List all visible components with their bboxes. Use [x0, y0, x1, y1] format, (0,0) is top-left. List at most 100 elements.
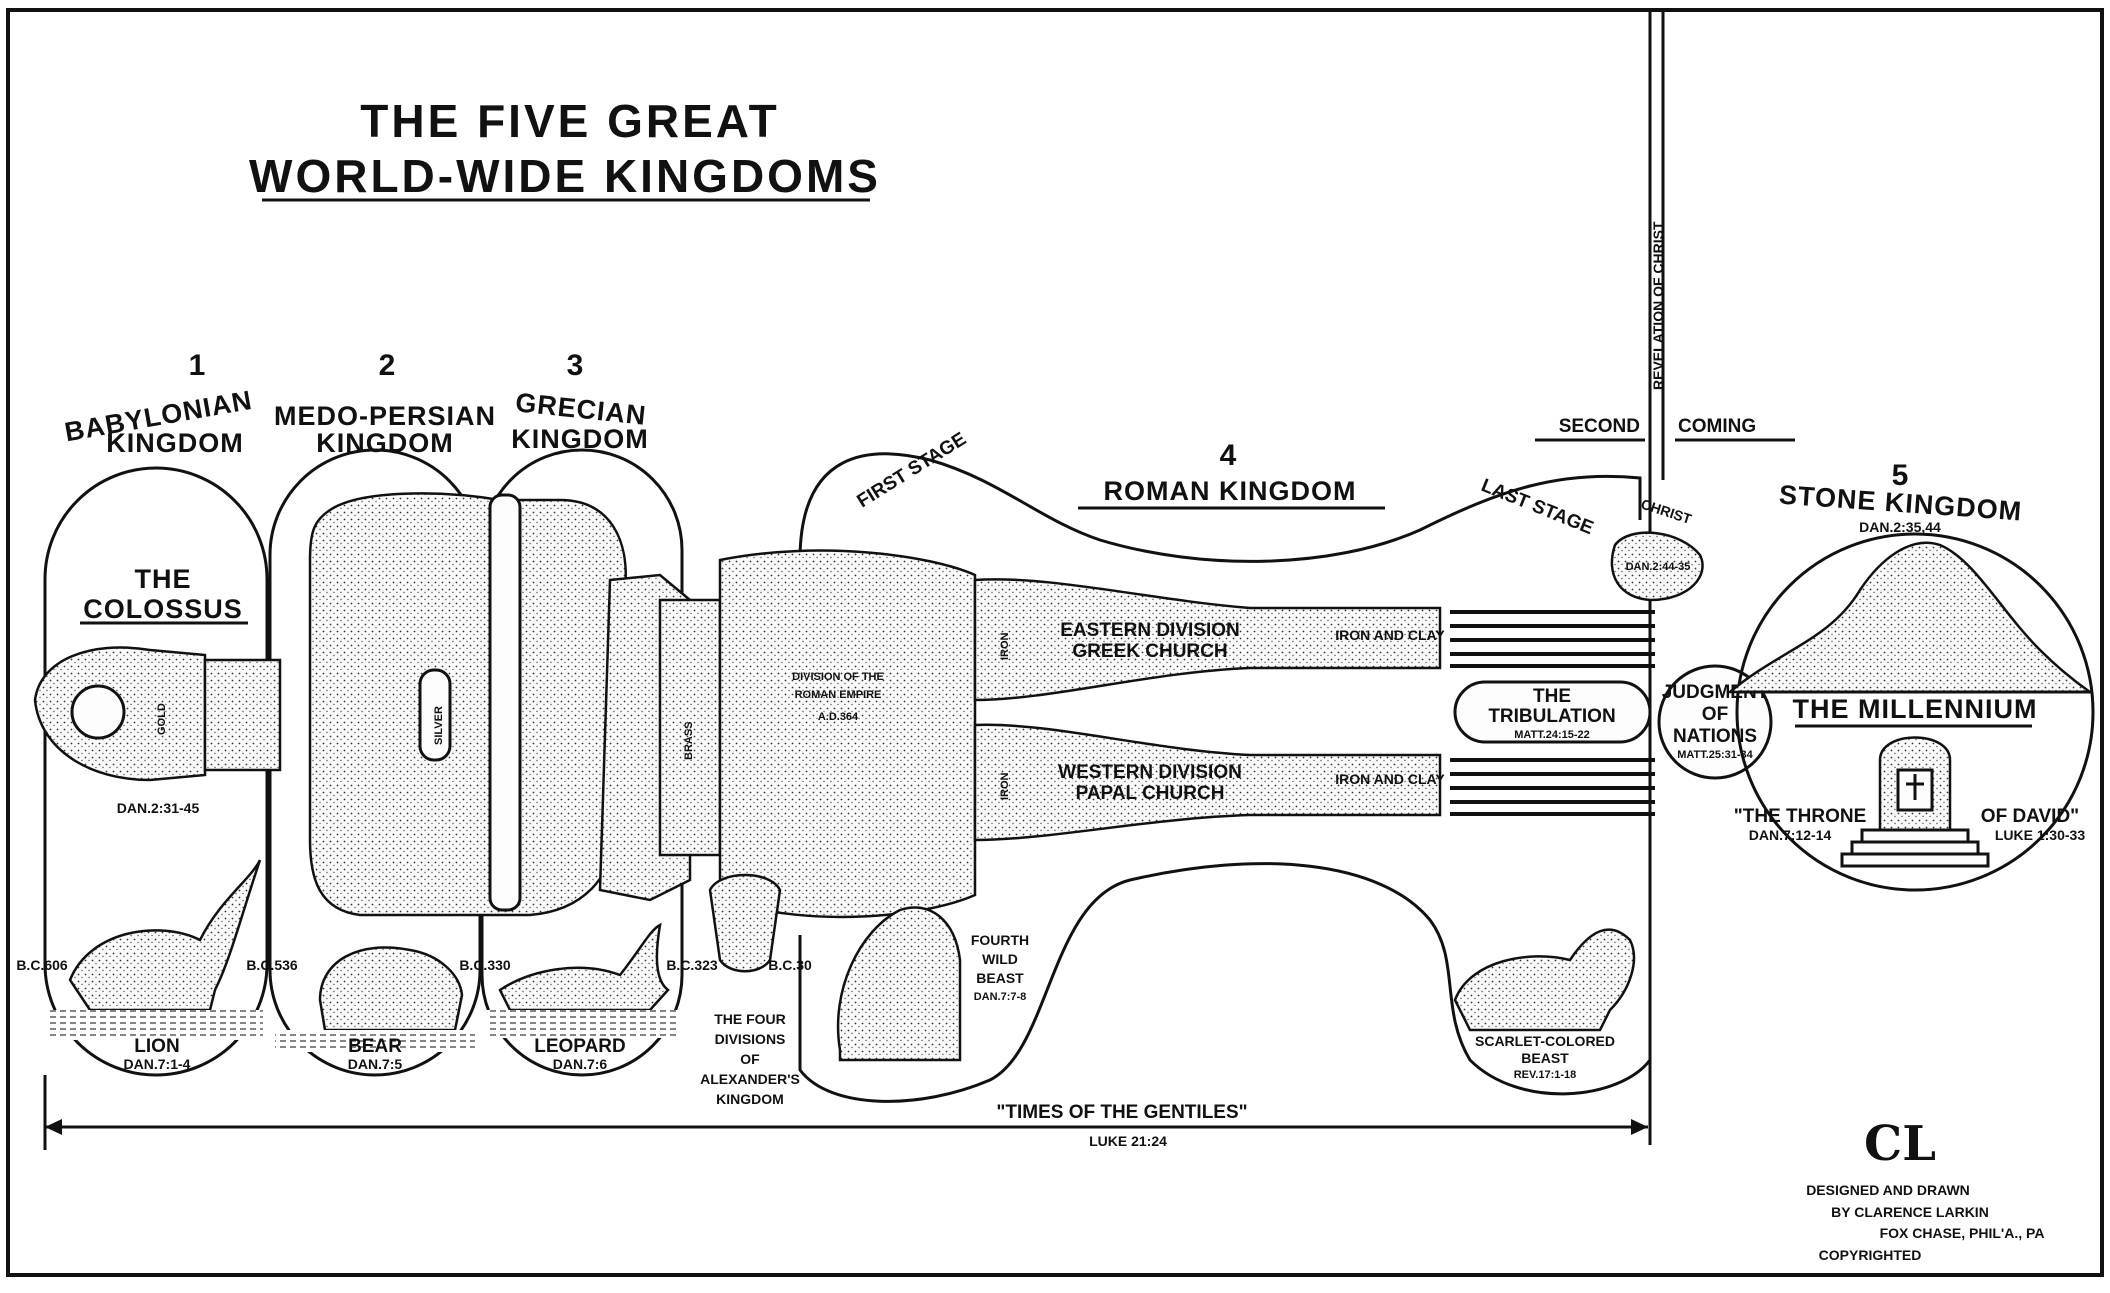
beast-bear	[275, 946, 475, 1052]
judgment-line2: OF	[1702, 704, 1728, 725]
millennium-title: THE MILLENNIUM	[1793, 694, 2038, 724]
iron-west-label: IRON	[999, 772, 1011, 800]
panel-babylonian	[43, 466, 269, 1077]
throne-icon	[1840, 736, 1990, 868]
division-line2: ROMAN EMPIRE	[795, 689, 882, 701]
kingdom-4-number: 4	[1220, 439, 1237, 472]
beast-2-name: BEAR	[348, 1036, 402, 1057]
brass-label: BRASS	[683, 721, 695, 760]
silver-label: SILVER	[433, 706, 445, 745]
beast-5-line-1: FOURTH	[971, 932, 1029, 948]
kingdom-2-line1: MEDO-PERSIAN	[274, 401, 496, 431]
beast-6-line-1: SCARLET-COLORED	[1475, 1033, 1615, 1049]
monogram: CL	[1864, 1116, 1936, 1172]
beast-3-ref: DAN.7:6	[553, 1056, 608, 1072]
eastern-leg	[973, 578, 1442, 702]
stone-icon	[1610, 531, 1704, 602]
beast-3-date: B.C.330	[459, 957, 511, 973]
beast-4-date-left: B.C.323	[666, 957, 718, 973]
beast-1-ref: DAN.7:1-4	[124, 1056, 191, 1072]
kingdom-1-number: 1	[189, 349, 206, 382]
division-line3: A.D.364	[818, 711, 859, 723]
beast-4-line-4: ALEXANDER'S	[700, 1071, 800, 1087]
iron-clay-west-label: IRON AND CLAY	[1335, 771, 1445, 787]
toes	[1450, 610, 1655, 816]
beast-6-ref: REV.17:1-18	[1514, 1069, 1577, 1081]
coming-label: COMING	[1678, 416, 1756, 437]
beast-5-ref: DAN.7:7-8	[974, 991, 1027, 1003]
revelation-of-christ: REVELATION OF CHRIST	[1650, 221, 1666, 390]
kingdom-4-name: ROMAN KINGDOM	[1104, 476, 1357, 506]
roman-lower-curve	[798, 862, 1652, 1103]
beast-2-ref: DAN.7:5	[348, 1056, 403, 1072]
western-leg	[973, 723, 1442, 842]
silver-band	[418, 668, 452, 762]
title-line-1: THE FIVE GREAT	[360, 95, 779, 147]
judgment-ref: MATT.25:31-34	[1677, 749, 1753, 761]
gentiles-ref: LUKE 21:24	[1089, 1133, 1167, 1149]
colossus-label-line1: THE	[135, 564, 192, 594]
title-line-2: WORLD-WIDE KINGDOMS	[249, 150, 881, 202]
bear-icon	[318, 946, 464, 1032]
eastern-division-line1: EASTERN DIVISION	[1060, 620, 1239, 641]
leopard-icon	[498, 922, 670, 1012]
throne-ref-right: LUKE 1:30-33	[1995, 827, 2085, 843]
throne-left: "THE THRONE	[1734, 806, 1867, 827]
second-label: SECOND	[1559, 416, 1640, 437]
beast-4-line-2: DIVISIONS	[715, 1031, 786, 1047]
tribulation-line2: TRIBULATION	[1488, 706, 1615, 727]
iron-east-label: IRON	[999, 632, 1011, 660]
lion-icon	[68, 859, 262, 1012]
gentiles-arrow-left	[45, 1119, 62, 1135]
beast-1-name: LION	[134, 1036, 179, 1057]
beast-1-date: B.C.606	[16, 957, 68, 973]
colossus-ref: DAN.2:31-45	[117, 800, 200, 816]
four-divisions	[708, 873, 782, 973]
beast-4-line-3: OF	[740, 1051, 760, 1067]
tribulation-line1: THE	[1533, 686, 1571, 707]
fourth-wild-beast-icon	[836, 906, 962, 1062]
beast-5-line-3: BEAST	[976, 970, 1024, 986]
kingdom-3-number: 3	[567, 349, 584, 382]
colossus-neck	[203, 658, 282, 772]
beast-4-line-1: THE FOUR	[714, 1011, 786, 1027]
crown-medallion	[70, 684, 126, 740]
scarlet-beast-icon	[1453, 928, 1636, 1032]
colossus-label-line2: COLOSSUS	[83, 594, 243, 624]
beast-lion	[48, 859, 263, 1040]
scarlet-beast	[1453, 928, 1636, 1032]
beast-3-name: LEOPARD	[534, 1036, 625, 1057]
beast-5-line-2: WILD	[982, 951, 1018, 967]
beast-6-line-2: BEAST	[1521, 1050, 1569, 1066]
credits-line-4: COPYRIGHTED	[1819, 1247, 1922, 1263]
division-line1: DIVISION OF THE	[792, 671, 884, 683]
iron-clay-east-label: IRON AND CLAY	[1335, 627, 1445, 643]
beast-4-line-5: KINGDOM	[716, 1091, 784, 1107]
colossus-thighs	[718, 549, 977, 919]
mountain-icon	[1726, 541, 2094, 694]
western-division-line2: PAPAL CHURCH	[1076, 783, 1225, 804]
judgment-circle	[1657, 664, 1773, 780]
credits-line-1: DESIGNED AND DRAWN	[1806, 1182, 1970, 1198]
throne-ref-left: DAN.7:12-14	[1749, 827, 1832, 843]
tribulation-ref: MATT.24:15-22	[1514, 729, 1590, 741]
gold-label: GOLD	[156, 703, 168, 735]
kingdom-5-number: 5	[1892, 459, 1909, 492]
eastern-division-line2: GREEK CHURCH	[1072, 641, 1227, 662]
kingdom-2-line2: KINGDOM	[316, 428, 454, 458]
roman-kingdom-curve	[798, 452, 1642, 563]
stone-ref: DAN.2:44-35	[1626, 561, 1691, 573]
colossus-figure: GOLD SILVER BRASS DIVISION OF THE ROMAN …	[33, 492, 1655, 919]
throne-right: OF DAVID"	[1981, 806, 2079, 827]
beast-leopard	[487, 922, 679, 1038]
millennium-circle	[1735, 532, 2095, 892]
kingdom-1-line2: KINGDOM	[106, 428, 244, 458]
western-division-line1: WESTERN DIVISION	[1058, 762, 1242, 783]
gentiles-title: "TIMES OF THE GENTILES"	[996, 1102, 1247, 1123]
beast-4-date-right: B.C.30	[768, 957, 812, 973]
fourth-beast	[836, 906, 962, 1062]
colossus-chest	[308, 492, 627, 917]
credits-line-3: FOX CHASE, PHIL'A., PA	[1880, 1225, 2045, 1241]
